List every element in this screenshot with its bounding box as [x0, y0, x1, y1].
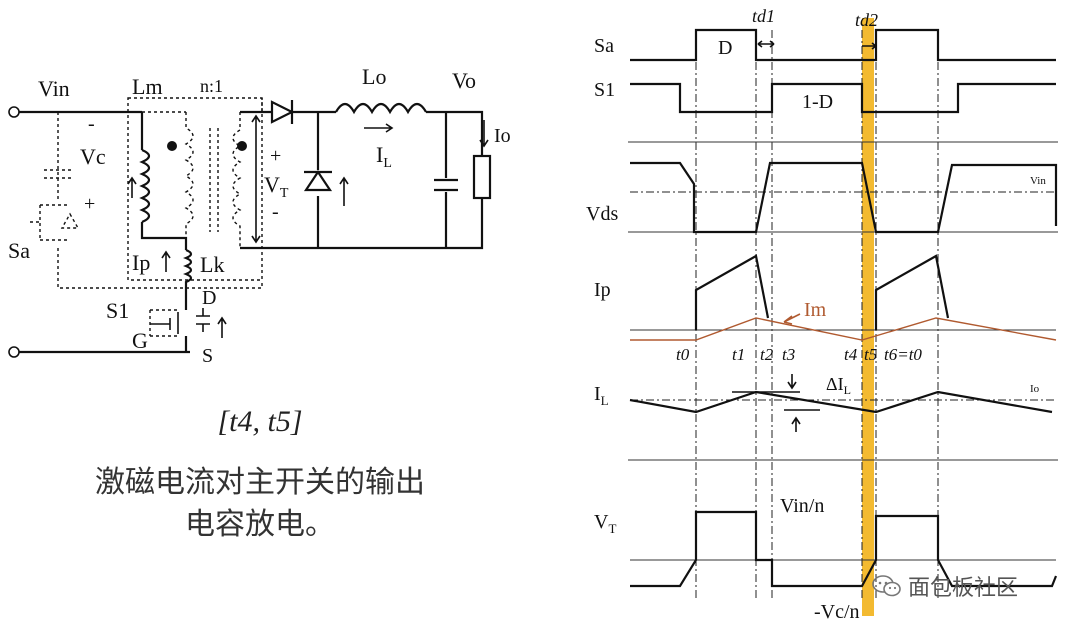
- transformer-box: [127, 97, 263, 281]
- transformer-primary: [184, 112, 194, 238]
- signal-s1: S1: [594, 79, 615, 101]
- secondary-dot: [237, 141, 247, 151]
- vt-waveform: [630, 510, 1058, 588]
- sa-diode: [60, 212, 80, 229]
- time-t0: t0: [676, 345, 690, 364]
- vt-arrow: [251, 114, 261, 244]
- signal-vt: VT: [594, 511, 616, 536]
- time-t1: t1: [732, 345, 745, 364]
- label-lm: Lm: [132, 74, 163, 99]
- label-g: G: [132, 328, 148, 353]
- output-cap: [434, 112, 458, 248]
- vin-terminal-bottom: [8, 346, 20, 358]
- primary-left-wire: [140, 112, 188, 250]
- freewheel-arrow: [339, 176, 349, 206]
- s1-gate: [150, 312, 179, 334]
- description-line-2: 电容放电。: [185, 507, 335, 542]
- description-caption: 激磁电流对主开关的输出 电容放电。: [0, 462, 520, 546]
- freewheel-diode: [303, 170, 333, 192]
- signal-il: IL: [594, 383, 609, 408]
- label-vt: VT: [264, 172, 289, 201]
- sa-waveform: [630, 28, 1056, 62]
- circuit-schematic: Vin Lm n:1 Lo Vo Io Vc - + Sa + VT - IL …: [8, 64, 511, 367]
- anno-im: Im: [804, 299, 827, 321]
- s1-waveform: [630, 82, 1056, 114]
- anno-td1: td1: [752, 6, 775, 26]
- label-s: S: [202, 345, 213, 367]
- watermark-text: 面包板社区: [908, 576, 1019, 601]
- signal-vds: Vds: [586, 203, 618, 225]
- vin-terminal-top: [8, 106, 20, 118]
- label-sa: Sa: [8, 238, 30, 263]
- label-vc: Vc: [80, 144, 106, 169]
- label-ip: Ip: [132, 250, 150, 275]
- transformer-core: [209, 128, 219, 232]
- anno-delta-il: ΔIL: [826, 374, 851, 397]
- anno-one-minus-d: 1-D: [802, 91, 833, 113]
- anno-d: D: [718, 37, 732, 59]
- delta-il-marks: [732, 374, 820, 432]
- label-io: Io: [494, 125, 511, 147]
- ip-waveform: [694, 254, 950, 330]
- label-vin: Vin: [38, 76, 70, 101]
- label-lo: Lo: [362, 64, 386, 89]
- time-t4: t4: [844, 345, 858, 364]
- transformer-secondary: [232, 112, 242, 248]
- label-vt-minus: -: [272, 201, 279, 223]
- time-t3: t3: [782, 345, 795, 364]
- primary-dot: [167, 141, 177, 151]
- label-plus-top: +: [270, 145, 281, 167]
- label-d: D: [202, 287, 216, 309]
- anno-io-small: Io: [1030, 383, 1040, 395]
- label-s1: S1: [106, 298, 129, 323]
- label-minus-top: -: [88, 113, 95, 135]
- im-arrow: [783, 313, 801, 325]
- il-waveform: [629, 390, 1053, 414]
- interval-caption: [t4, t5]: [217, 405, 303, 438]
- time-t5: t5: [864, 345, 877, 364]
- signal-sa: Sa: [594, 35, 614, 57]
- anno-vin-small: Vin: [1030, 175, 1046, 187]
- anno-neg-vc-n: -Vc/n: [814, 601, 860, 623]
- bottom-secondary-wire: [240, 198, 484, 250]
- wechat-icon: [872, 575, 901, 597]
- lo-coil: [335, 102, 427, 115]
- vds-waveform: [630, 161, 1058, 234]
- lm-coil: [139, 148, 151, 224]
- anno-td2: td2: [855, 10, 878, 30]
- lo-to-out: [426, 110, 484, 156]
- interval-highlight: [862, 18, 874, 616]
- time-t6: t6=t0: [884, 345, 922, 364]
- lk-coil: [183, 248, 193, 292]
- s1-arrow: [217, 316, 227, 338]
- td1-marker: [757, 40, 775, 48]
- s1-cap: [196, 308, 210, 332]
- label-plus-left: +: [84, 193, 95, 215]
- timing-diagram: Sa S1 Vds Ip IL VT D 1-D td1 td2 Vin Im …: [586, 6, 1058, 623]
- load-resistor: [472, 154, 492, 200]
- label-il: IL: [376, 142, 392, 171]
- label-vo: Vo: [452, 68, 476, 93]
- watermark: 面包板社区: [872, 570, 1018, 602]
- description-line-1: 激磁电流对主开关的输出: [95, 465, 425, 500]
- ip-arrow: [161, 250, 171, 272]
- label-lk: Lk: [200, 252, 224, 277]
- label-ratio: n:1: [200, 76, 223, 96]
- io-arrow: [479, 120, 489, 148]
- vc-cap: [44, 169, 72, 179]
- im-waveform: [630, 317, 1057, 341]
- sa-dotted-branch: [57, 98, 263, 289]
- sa-switch: [30, 204, 70, 241]
- signal-ip: Ip: [594, 279, 611, 301]
- il-arrow: [364, 123, 394, 133]
- lm-current-arrow: [127, 176, 137, 198]
- anno-vin-n: Vin/n: [780, 495, 824, 517]
- output-diode: [270, 100, 295, 124]
- time-t2: t2: [760, 345, 774, 364]
- td2-marker: [862, 42, 877, 50]
- s1-body-dotted: [149, 309, 178, 337]
